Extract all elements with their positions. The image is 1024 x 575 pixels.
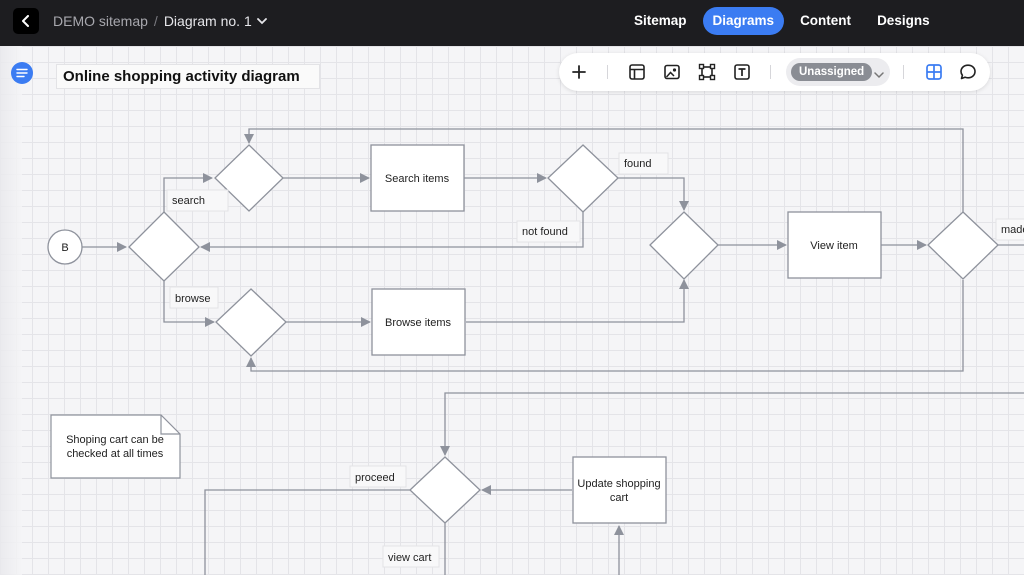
decision-node[interactable] — [409, 456, 481, 524]
note-text: checked at all times — [67, 448, 164, 460]
edge-label-search[interactable]: search — [166, 189, 229, 212]
connector[interactable] — [163, 173, 213, 212]
connector[interactable] — [200, 212, 584, 252]
action-node-browse-items[interactable]: Browse items — [371, 288, 466, 356]
svg-text:found: found — [624, 158, 652, 170]
chevron-left-icon — [22, 15, 29, 27]
node-label: Search items — [385, 173, 450, 185]
back-button[interactable] — [13, 8, 39, 34]
outline-menu-button[interactable] — [11, 62, 33, 84]
edge-label-made[interactable]: made — [995, 218, 1024, 241]
svg-text:not found: not found — [522, 226, 568, 238]
action-node-search-items[interactable]: Search items — [370, 144, 465, 212]
node-label: cart — [610, 492, 628, 504]
plus-icon — [572, 65, 586, 79]
tab-content[interactable]: Content — [800, 13, 852, 28]
decision-node[interactable] — [649, 211, 719, 280]
node-label: View item — [810, 240, 857, 252]
edge-label-browse[interactable]: browse — [169, 286, 219, 309]
frame-button[interactable] — [694, 59, 720, 85]
svg-text:search: search — [172, 195, 205, 207]
breadcrumb: DEMO sitemap / Diagram no. 1 — [53, 13, 267, 29]
text-icon — [734, 64, 750, 80]
note-text: Shoping cart can be — [66, 434, 164, 446]
grid-view-button[interactable] — [921, 59, 947, 85]
toolbar-divider — [607, 65, 608, 79]
text-button[interactable] — [729, 59, 755, 85]
frame-icon — [698, 63, 716, 81]
decision-node[interactable] — [215, 288, 287, 357]
diagram-title[interactable]: Online shopping activity diagram — [56, 64, 320, 89]
start-node-label: B — [61, 242, 68, 254]
connector[interactable] — [163, 281, 215, 327]
connector[interactable] — [440, 392, 1024, 456]
action-node-update-cart[interactable]: Update shopping cart — [572, 456, 667, 524]
layout-button[interactable] — [624, 59, 650, 85]
layout-icon — [629, 64, 645, 80]
tab-sitemap[interactable]: Sitemap — [634, 13, 687, 28]
toolbar-divider — [903, 65, 904, 79]
breadcrumb-separator: / — [153, 13, 158, 29]
sticky-note[interactable]: Shoping cart can be checked at all times — [50, 414, 181, 479]
action-node-view-item[interactable]: View item — [787, 211, 882, 279]
image-icon — [664, 64, 680, 80]
svg-text:made: made — [1001, 224, 1024, 236]
edge-label-found[interactable]: found — [618, 152, 669, 175]
activity-diagram[interactable]: B Search items Browse items View item Up… — [0, 46, 1024, 575]
node-label: Browse items — [385, 317, 452, 329]
decision-node[interactable] — [214, 144, 284, 212]
left-panel-edge — [0, 46, 22, 575]
image-button[interactable] — [659, 59, 685, 85]
list-icon — [16, 68, 28, 78]
top-bar: DEMO sitemap / Diagram no. 1 Sitemap Dia… — [0, 0, 1024, 46]
breadcrumb-diagram[interactable]: Diagram no. 1 — [163, 13, 252, 29]
svg-text:view cart: view cart — [388, 552, 431, 564]
assignee-badge: Unassigned — [791, 63, 873, 81]
edge-label-view-cart[interactable]: view cart — [382, 545, 440, 568]
toolbar-divider — [770, 65, 771, 79]
tab-designs[interactable]: Designs — [877, 13, 930, 28]
connector[interactable] — [466, 279, 689, 323]
decision-node[interactable] — [547, 144, 619, 213]
chevron-down-icon[interactable] — [256, 17, 267, 25]
edge-label-proceed[interactable]: proceed — [349, 465, 407, 488]
grid-view-icon — [926, 64, 942, 80]
connector[interactable] — [204, 489, 410, 575]
connector[interactable] — [618, 177, 689, 211]
svg-text:proceed: proceed — [355, 472, 395, 484]
node-label: Update shopping — [577, 478, 660, 490]
connector[interactable] — [244, 128, 964, 212]
svg-text:browse: browse — [175, 293, 210, 305]
main-nav: Sitemap Diagrams Content Designs — [624, 7, 946, 35]
comment-icon — [960, 64, 976, 80]
chevron-down-icon — [874, 66, 884, 84]
decision-node[interactable] — [128, 211, 200, 282]
tab-diagrams[interactable]: Diagrams — [702, 7, 785, 35]
diagram-toolbar: Unassigned — [559, 53, 990, 91]
comment-button[interactable] — [955, 59, 981, 85]
edge-label-not-found[interactable]: not found — [516, 220, 581, 243]
connector[interactable] — [246, 280, 964, 372]
start-node[interactable]: B — [47, 229, 83, 265]
diagram-canvas[interactable] — [0, 46, 1024, 575]
breadcrumb-project[interactable]: DEMO sitemap — [53, 13, 148, 29]
decision-node[interactable] — [927, 211, 999, 280]
assignee-dropdown[interactable]: Unassigned — [786, 58, 890, 86]
add-button[interactable] — [566, 59, 592, 85]
